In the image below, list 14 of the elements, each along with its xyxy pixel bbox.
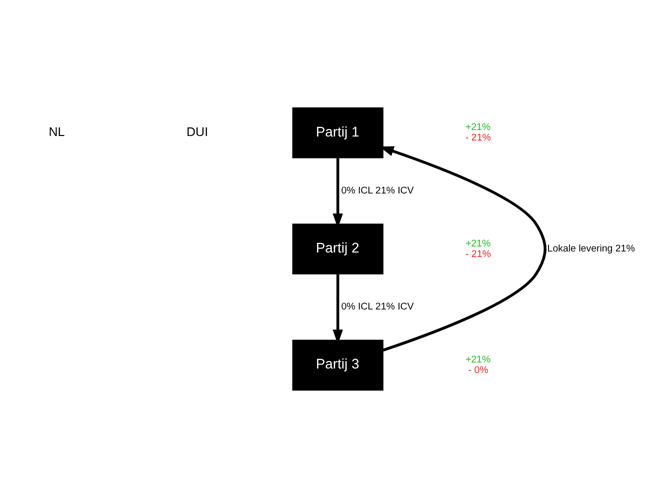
node-box: Partij 1 bbox=[292, 106, 384, 158]
edge-label: Lokale levering 21% bbox=[547, 243, 635, 254]
node-box: Partij 3 bbox=[292, 339, 384, 390]
node-label: - 21% bbox=[465, 132, 491, 144]
node-label: +21% bbox=[465, 238, 491, 249]
label: NL bbox=[48, 124, 65, 138]
edge-label: 0% ICL 21% ICV bbox=[341, 301, 414, 312]
node-box: Partij 2 bbox=[292, 223, 384, 274]
label: DUI bbox=[186, 124, 208, 138]
node-label: +21% bbox=[465, 122, 491, 133]
node-label: - 0% bbox=[468, 364, 488, 376]
node-label: +21% bbox=[465, 354, 491, 366]
node-label: - 21% bbox=[465, 248, 491, 260]
edge-label: 0% ICL 21% ICV bbox=[341, 184, 414, 196]
